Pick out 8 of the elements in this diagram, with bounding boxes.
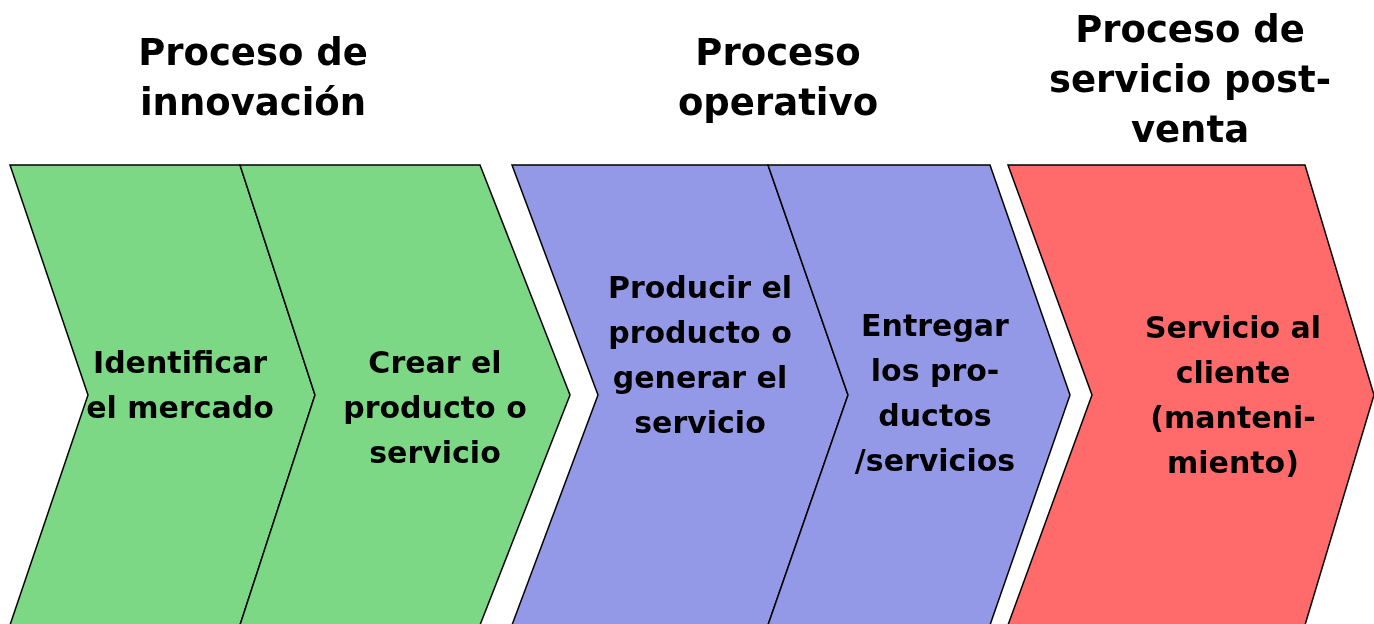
phase-heading: Proceso de innovación <box>137 30 369 126</box>
phase-heading: Proceso operativo <box>676 30 880 126</box>
step-label: Identificar el mercado <box>85 344 275 427</box>
step-label: Servicio al cliente (manteni- miento) <box>1143 309 1323 482</box>
step-label: Entregar los pro- ductos /servicios <box>853 307 1017 480</box>
phase-heading: Proceso de servicio post-venta <box>1047 7 1333 153</box>
step-label: Crear el producto o servicio <box>342 344 528 472</box>
step-label: Producir el producto o generar el servicio <box>606 269 794 442</box>
